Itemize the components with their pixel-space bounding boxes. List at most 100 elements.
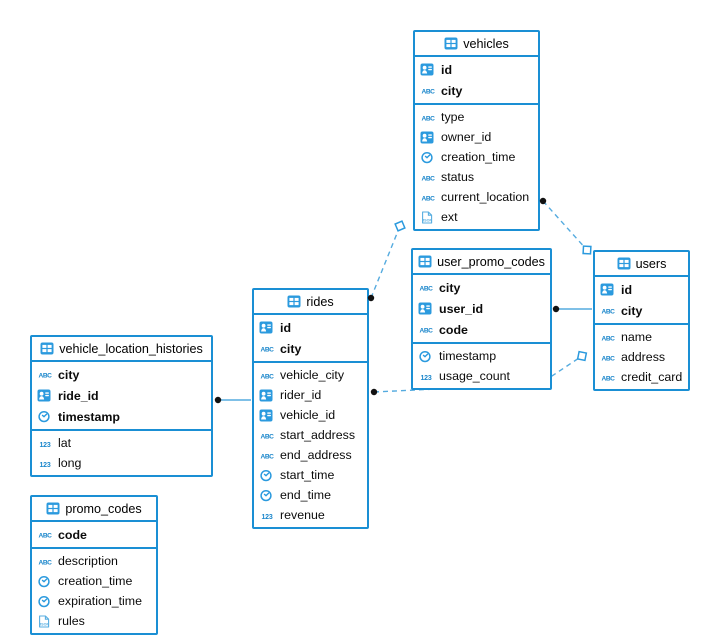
column-name: end_address — [280, 448, 352, 462]
column-name: ride_id — [58, 388, 99, 403]
svg-text:ABC: ABC — [260, 373, 274, 380]
column-row-timestamp[interactable]: timestamp — [413, 346, 550, 366]
svg-text:ABC: ABC — [38, 373, 52, 380]
table-icon — [418, 255, 432, 268]
svg-text:ABC: ABC — [601, 375, 615, 382]
svg-text:ABC: ABC — [601, 335, 615, 342]
column-name: start_time — [280, 468, 335, 482]
column-row-rider_id[interactable]: rider_id — [254, 385, 367, 405]
table-header[interactable]: promo_codes — [32, 497, 156, 522]
column-row-address[interactable]: ABC address — [595, 347, 688, 367]
table-name: promo_codes — [65, 501, 142, 516]
svg-text:123: 123 — [39, 461, 50, 468]
table-header[interactable]: vehicles — [415, 32, 538, 57]
column-row-current_location[interactable]: ABC current_location — [415, 187, 538, 207]
column-row-ride_id[interactable]: ride_id — [32, 385, 211, 406]
relation-dot-endpoint — [539, 197, 547, 205]
column-row-long[interactable]: 123 long — [32, 453, 211, 473]
table-icon — [287, 295, 301, 308]
table-header[interactable]: users — [595, 252, 688, 277]
abc-text-type-icon: ABC — [259, 449, 275, 462]
abc-text-type-icon: ABC — [600, 371, 616, 384]
column-name: credit_card — [621, 370, 683, 384]
abc-text-type-icon: ABC — [600, 304, 616, 317]
column-row-expiration_time[interactable]: expiration_time — [32, 591, 156, 611]
column-row-city[interactable]: ABC city — [254, 338, 367, 359]
column-row-start_time[interactable]: start_time — [254, 465, 367, 485]
table-header[interactable]: user_promo_codes — [413, 250, 550, 275]
table-name: users — [635, 256, 667, 271]
svg-text:ABC: ABC — [421, 175, 435, 182]
column-row-status[interactable]: ABC status — [415, 167, 538, 187]
relation-diamond-endpoint — [576, 350, 588, 362]
relation-rides-to-vehicles — [370, 225, 401, 299]
column-row-id[interactable]: id — [254, 317, 367, 338]
column-name: vehicle_id — [280, 408, 336, 422]
abc-text-type-icon: ABC — [420, 191, 436, 204]
table-name: user_promo_codes — [437, 254, 545, 269]
column-name: long — [58, 456, 82, 470]
svg-text:ABC: ABC — [421, 195, 435, 202]
column-name: status — [441, 170, 475, 184]
table-header[interactable]: vehicle_location_histories — [32, 337, 211, 362]
column-row-name[interactable]: ABC name — [595, 327, 688, 347]
svg-text:ABC: ABC — [260, 433, 274, 440]
column-name: address — [621, 350, 666, 364]
timestamp-icon — [37, 410, 53, 423]
numeric-type-icon: 123 — [418, 370, 434, 383]
column-name: start_address — [280, 428, 356, 442]
user-id-icon — [37, 389, 53, 402]
svg-text:ABC: ABC — [601, 355, 615, 362]
column-row-id[interactable]: id — [415, 59, 538, 80]
column-name: current_location — [441, 190, 530, 204]
abc-text-type-icon: ABC — [259, 342, 275, 355]
column-row-end_address[interactable]: ABC end_address — [254, 445, 367, 465]
user-id-icon — [418, 302, 434, 315]
column-row-owner_id[interactable]: owner_id — [415, 127, 538, 147]
column-row-start_address[interactable]: ABC start_address — [254, 425, 367, 445]
column-row-user_id[interactable]: user_id — [413, 298, 550, 319]
column-row-creation_time[interactable]: creation_time — [415, 147, 538, 167]
column-row-vehicle_id[interactable]: vehicle_id — [254, 405, 367, 425]
column-row-end_time[interactable]: end_time — [254, 485, 367, 505]
table-name: rides — [306, 294, 334, 309]
svg-text:123: 123 — [261, 513, 272, 520]
column-name: id — [621, 282, 633, 297]
user-id-icon — [420, 63, 436, 76]
relation-vehicles-to-users — [542, 200, 588, 251]
column-row-credit_card[interactable]: ABC credit_card — [595, 367, 688, 387]
relation-dot-endpoint — [370, 388, 378, 396]
column-name: name — [621, 330, 652, 344]
table-header[interactable]: rides — [254, 290, 367, 315]
column-name: city — [280, 341, 302, 356]
column-name: description — [58, 554, 118, 568]
column-name: owner_id — [441, 130, 492, 144]
column-row-timestamp[interactable]: timestamp — [32, 406, 211, 427]
column-row-creation_time[interactable]: creation_time — [32, 571, 156, 591]
column-row-id[interactable]: id — [595, 279, 688, 300]
